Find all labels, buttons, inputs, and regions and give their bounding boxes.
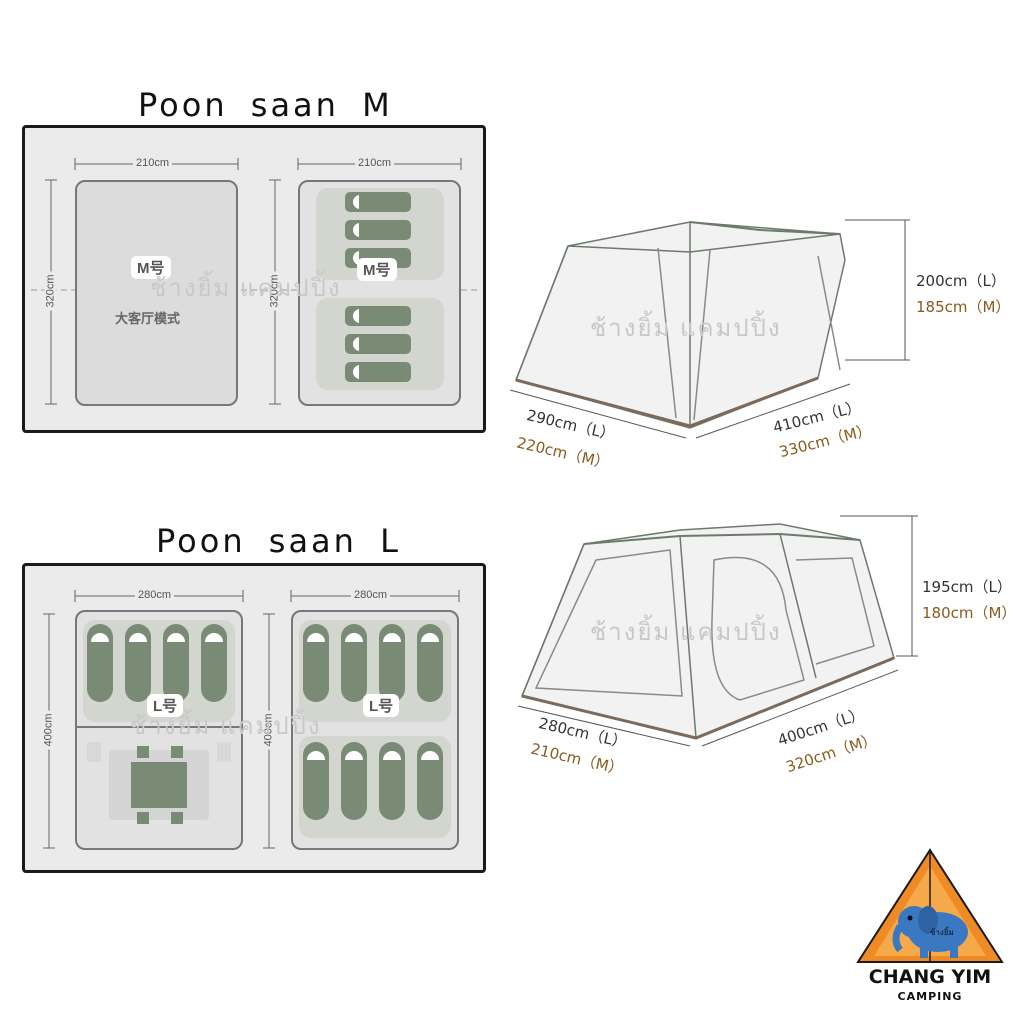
tent-l-height-l: 195cm（L） (922, 578, 1012, 596)
logo-subtitle: CAMPING (897, 990, 963, 1003)
plan-l-furniture (87, 624, 443, 824)
watermark-plan-l: ช้างยิ้ม แคมปปิ้ง (130, 713, 322, 740)
tent-l-illustration (517, 515, 918, 747)
watermark-plan-m: ช้างยิ้ม แคมปปิ้ง (150, 275, 342, 302)
tent-m-illustration (509, 219, 910, 439)
title-poon-saan-l: Poon saan L (156, 522, 401, 560)
plan-m-badge-left: M号 (131, 256, 171, 279)
tent-l-height-m: 180cm（M） (922, 604, 1017, 622)
plan-l-badge-left: L号 (147, 694, 184, 717)
title-poon-saan-m: Poon saan M (138, 86, 393, 124)
plan-m-mode-label: 大客厅模式 (115, 311, 181, 326)
logo-brand-name: CHANG YIM (868, 966, 992, 988)
plan-m-living-room (75, 180, 238, 406)
plan-l-left-divider (75, 726, 243, 728)
plan-m-badge-right: M号 (357, 258, 397, 281)
watermark-tent-m: ช้างยิ้ม แคมปปิ้ง (590, 315, 782, 342)
floor-plan-l: 280cm 280cm 400cm 400cm (22, 563, 486, 873)
plan-l-width-left: 280cm (135, 589, 175, 601)
plan-l-badge-right: L号 (363, 694, 400, 717)
floor-plan-m: 210cm 210cm 320cm 320cm M号 大客厅模式 M号 (22, 125, 486, 433)
watermark-tent-l: ช้างยิ้ม แคมปปิ้ง (590, 619, 782, 646)
tent-m-height-m: 185cm（M） (916, 298, 1011, 316)
elephant-tent-icon (856, 848, 1004, 963)
plan-m-width-left: 210cm (133, 157, 173, 169)
chang-yim-logo: ช้างยิ้ม CHANG YIM CAMPING (854, 848, 1006, 1006)
plan-m-width-right: 210cm (355, 157, 395, 169)
plan-l-width-right: 280cm (351, 589, 391, 601)
tent-m-height-l: 200cm（L） (916, 272, 1006, 290)
logo-thai-text: ช้างยิ้ม (930, 928, 954, 937)
plan-m-sleeping-bags (345, 192, 411, 382)
